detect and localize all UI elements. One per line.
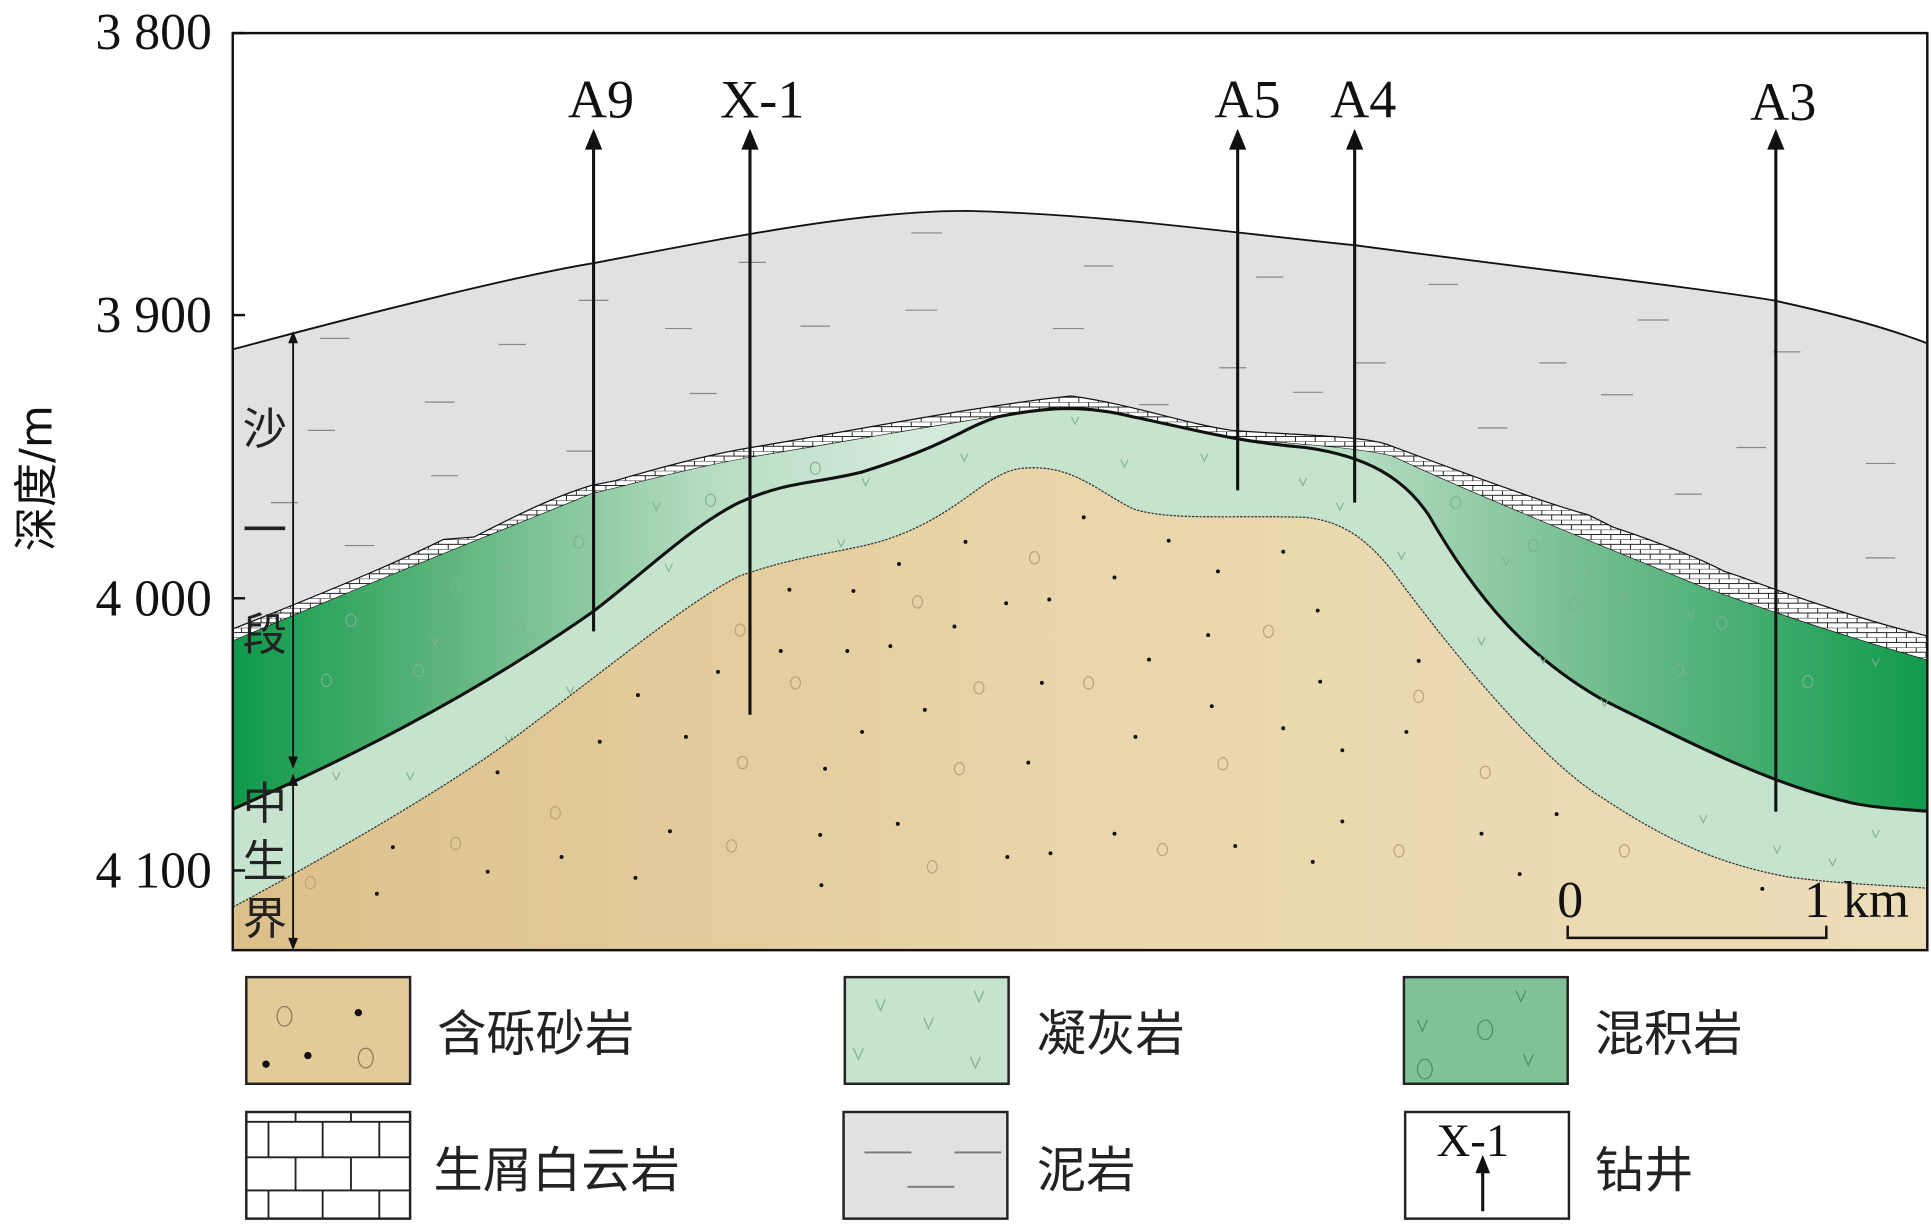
well-a4 [1346, 128, 1364, 503]
hybrid-gravel-marks [320, 461, 1814, 689]
y-tick-label: 4 000 [95, 571, 211, 628]
legend-label: 含砾砂岩 [437, 1005, 634, 1063]
hybrid-rock-layer [232, 407, 1928, 812]
sandstone-dots [374, 515, 1765, 896]
y-axis-label: 深度/m [12, 405, 63, 551]
legend-item-well: X-1 钻井 [1403, 1110, 1694, 1220]
well-a5 [1229, 128, 1247, 491]
legend-item-mudstone: 泥岩 [842, 1110, 1136, 1220]
stratum-label-mesozoic: 中 [243, 779, 287, 830]
legend-label: 泥岩 [1037, 1141, 1136, 1199]
scale-start-label: 0 [1557, 872, 1583, 929]
legend-label: 凝灰岩 [1037, 1005, 1185, 1063]
stratum-label-shayiduan: 沙 [243, 404, 287, 455]
legend-label: 钻井 [1595, 1141, 1694, 1199]
plot-frame [231, 31, 1929, 952]
well-label: X-1 [720, 70, 804, 130]
stratum-label-shayiduan: 段 [243, 610, 287, 661]
legend: 含砾砂岩 凝灰岩 混积岩 生屑白云岩 泥岩 X-1 钻井 [245, 975, 1743, 1220]
mudstone-dashes [270, 232, 1896, 559]
stratum-label-mesozoic: 生 [243, 837, 287, 888]
legend-well-sample: X-1 [1436, 1115, 1509, 1167]
sandstone-gravel [304, 551, 1630, 890]
legend-label: 生屑白云岩 [433, 1141, 679, 1199]
dolomite-layer [232, 395, 1928, 661]
legend-item-bioclastic-dolomite: 生屑白云岩 [245, 1110, 680, 1220]
well-a9 [584, 128, 603, 632]
legend-item-gravel-sandstone: 含砾砂岩 [245, 975, 634, 1086]
well-label: A4 [1330, 70, 1396, 130]
scale-end-label: 1 km [1804, 872, 1909, 929]
well-x-1 [741, 128, 759, 715]
tuff-v-marks [332, 416, 1880, 867]
y-tick-label: 4 100 [95, 843, 211, 900]
y-axis: 3 800 3 900 4 000 4 100 [95, 4, 246, 900]
well-label: A5 [1214, 70, 1280, 130]
legend-item-hybrid-rock: 混积岩 [1402, 975, 1743, 1086]
well-a3 [1767, 128, 1785, 812]
strata-labels: 沙 一 段 中 生 界 [243, 404, 287, 945]
legend-item-tuff: 凝灰岩 [843, 975, 1185, 1086]
wells [584, 128, 1785, 812]
strata-range-markers [288, 331, 299, 951]
well-arrow-icon [1475, 1154, 1491, 1174]
well-label: A3 [1750, 72, 1816, 132]
stratum-label-shayiduan: 一 [243, 506, 287, 557]
well-label: A9 [568, 70, 634, 130]
legend-label: 混积岩 [1595, 1005, 1743, 1063]
gravel-sandstone-layer [232, 467, 1928, 951]
y-tick-label: 3 900 [95, 287, 211, 344]
stratum-label-mesozoic: 界 [243, 894, 287, 945]
y-tick-label: 3 800 [95, 4, 211, 61]
scale-bar: 0 1 km [1557, 872, 1909, 940]
